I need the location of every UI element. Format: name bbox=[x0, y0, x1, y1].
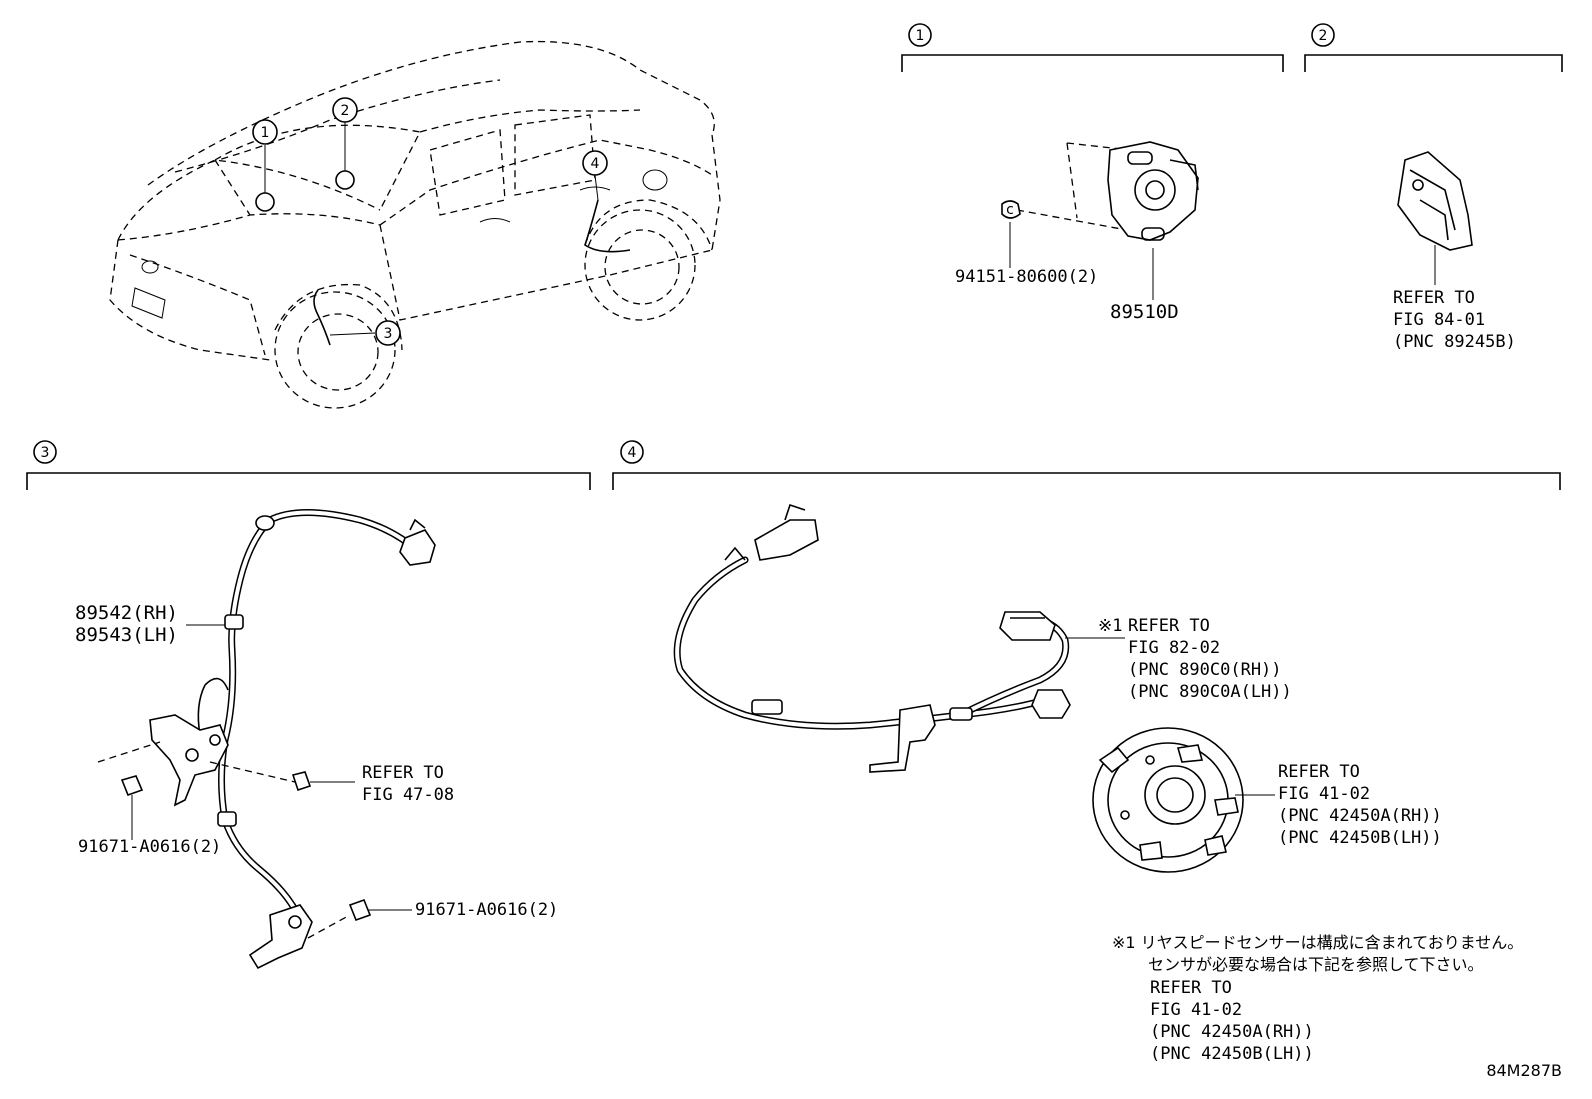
note-mark: ※1 bbox=[1098, 616, 1122, 636]
footnote-line-2: センサが必要な場合は下記を参照して下さい。 bbox=[1148, 955, 1484, 974]
sensor-lh-part: 89543(LH) bbox=[75, 624, 178, 646]
footnote-refer: REFER TO bbox=[1150, 978, 1232, 998]
section-2-header: 2 bbox=[1304, 23, 1563, 72]
footnote-pnc-lh: (PNC 42450B(LH)) bbox=[1150, 1044, 1314, 1064]
rear-hub-bearing bbox=[1092, 727, 1275, 873]
pedal-assembly-sensor bbox=[1397, 151, 1473, 285]
vehicle-callout-3: 3 bbox=[384, 326, 393, 342]
hub-refer: REFER TO bbox=[1278, 762, 1360, 782]
harness-fig: FIG 82-02 bbox=[1128, 638, 1220, 658]
clip-part-number: 94151-80600(2) bbox=[955, 267, 1098, 287]
sensor-part-number: 89510D bbox=[1110, 301, 1179, 323]
pedal-stroke-sensor: c bbox=[1001, 141, 1199, 300]
section-2-pnc: (PNC 89245B) bbox=[1393, 332, 1516, 352]
vehicle-callout-4: 4 bbox=[591, 156, 600, 172]
footnote-fig: FIG 41-02 bbox=[1150, 1000, 1242, 1020]
harness-pnc-lh: (PNC 890C0A(LH)) bbox=[1128, 682, 1292, 702]
rear-harness bbox=[673, 503, 1125, 773]
footnote-line-1: ※1 リヤスピードセンサーは構成に含まれておりません。 bbox=[1112, 933, 1523, 952]
section-3-callout: 3 bbox=[41, 445, 50, 461]
bolt-left-part: 91671-A0616(2) bbox=[78, 837, 221, 857]
hub-fig: FIG 41-02 bbox=[1278, 784, 1370, 804]
clip-symbol: c bbox=[1006, 202, 1014, 218]
section-3-header: 3 bbox=[26, 440, 591, 490]
figure-code: 84M287B bbox=[1486, 1061, 1562, 1080]
section-3-refer: REFER TO bbox=[362, 763, 444, 783]
section-1-callout: 1 bbox=[916, 28, 925, 44]
section-1-header: 1 bbox=[901, 23, 1284, 72]
vehicle-callout-2: 2 bbox=[341, 103, 350, 119]
hub-pnc-rh: (PNC 42450A(RH)) bbox=[1278, 806, 1442, 826]
section-2-callout: 2 bbox=[1319, 28, 1328, 44]
section-2-refer: REFER TO bbox=[1393, 288, 1475, 308]
harness-pnc-rh: (PNC 890C0(RH)) bbox=[1128, 660, 1282, 680]
footnote: ※1 リヤスピードセンサーは構成に含まれておりません。 センサが必要な場合は下記… bbox=[1112, 933, 1523, 1064]
footnote-pnc-rh: (PNC 42450A(RH)) bbox=[1150, 1022, 1314, 1042]
section-2-fig: FIG 84-01 bbox=[1393, 310, 1485, 330]
front-speed-sensor bbox=[97, 509, 436, 970]
section-3-fig: FIG 47-08 bbox=[362, 785, 454, 805]
harness-refer: REFER TO bbox=[1128, 616, 1210, 636]
vehicle-illustration: 1 2 3 4 bbox=[109, 40, 721, 409]
vehicle-callout-1: 1 bbox=[261, 125, 270, 141]
hub-pnc-lh: (PNC 42450B(LH)) bbox=[1278, 828, 1442, 848]
section-4-header: 4 bbox=[612, 440, 1561, 490]
sensor-rh-part: 89542(RH) bbox=[75, 602, 178, 624]
bolt-right-part: 91671-A0616(2) bbox=[415, 900, 558, 920]
section-4-callout: 4 bbox=[628, 445, 637, 461]
